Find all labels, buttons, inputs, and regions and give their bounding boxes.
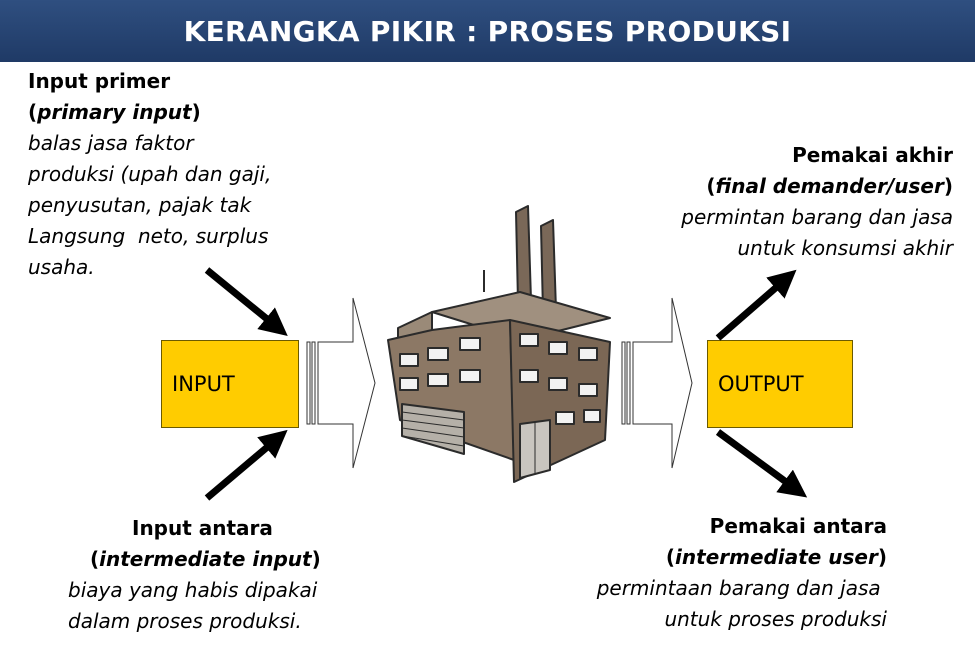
input-box-label: INPUT [172,372,235,396]
intermediate-user-term: (intermediate user) [665,545,887,569]
intermediate-input-heading: Input antara [132,516,273,540]
intermediate-user-term-text: intermediate user [675,545,878,569]
primary-input-arrow [204,267,288,336]
intermediate-user-desc-1: permintaan barang dan jasa [596,576,887,600]
intermediate-input-text: Input antara (intermediate input) biaya … [68,513,321,637]
final-user-desc-1: permintan barang dan jasa [681,205,953,229]
output-box: OUTPUT [707,340,853,428]
intermediate-user-arrow [715,429,808,498]
primary-input-heading: Input primer [28,69,171,93]
intermediate-user-text: Pemakai antara (intermediate user) permi… [597,511,887,635]
final-user-heading: Pemakai akhir [792,143,953,167]
intermediate-input-arrow [204,429,288,501]
final-user-arrow [715,269,797,341]
intermediate-user-heading: Pemakai antara [709,514,887,538]
final-user-text: Pemakai akhir (final demander/user) perm… [681,140,953,264]
primary-input-desc-1: balas jasa faktor [28,131,194,155]
process-arrow-in [306,297,376,469]
title-bar: KERANGKA PIKIR : PROSES PRODUKSI [0,0,975,62]
output-box-label: OUTPUT [718,372,804,396]
final-user-desc-2: untuk konsumsi akhir [737,236,953,260]
process-arrow-out [621,297,693,469]
primary-input-term: (primary input) [28,100,201,124]
input-box: INPUT [161,340,299,428]
final-user-term-text: final demander/user [715,174,944,198]
primary-input-desc-4: Langsung neto, surplus [28,224,269,248]
intermediate-user-desc-2: untuk proses produksi [664,607,887,631]
intermediate-input-desc-2: dalam proses produksi. [68,609,302,633]
factory-icon [387,205,611,483]
primary-input-desc-3: penyusutan, pajak tak [28,193,252,217]
intermediate-input-term-text: intermediate input [99,547,312,571]
intermediate-input-desc-1: biaya yang habis dipakai [68,578,318,602]
primary-input-text: Input primer (primary input) balas jasa … [28,66,271,283]
primary-input-desc-5: usaha. [28,255,95,279]
final-user-term: (final demander/user) [706,174,953,198]
page-title: KERANGKA PIKIR : PROSES PRODUKSI [183,14,792,48]
primary-input-term-text: primary input [37,100,192,124]
primary-input-desc-2: produksi (upah dan gaji, [28,162,272,186]
intermediate-input-term: (intermediate input) [90,547,321,571]
